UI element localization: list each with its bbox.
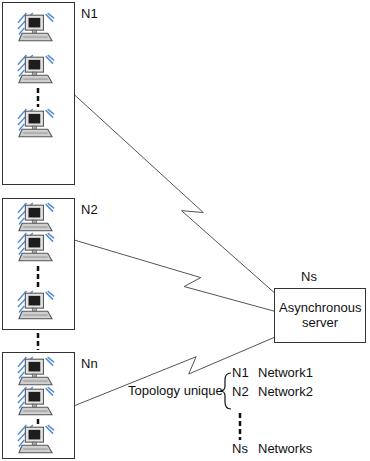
ellipsis-line [37,88,40,107]
server-box: NsAsynchronous server [274,288,366,343]
network-name: Networks [258,442,312,457]
ellipsis-line [37,333,40,350]
ellipsis-line [37,419,40,424]
network-group: Nn [2,352,75,459]
computer-icon [18,203,54,231]
note: Topology unique [128,384,223,399]
network-id: N2 [232,385,249,400]
network-group: N2 [2,198,75,330]
computer-icon [18,387,54,415]
computer-icon [18,55,54,83]
network-name: Network1 [258,366,313,381]
network-name: Network2 [258,385,313,400]
network-group: N1 [2,2,75,185]
network-id: N1 [232,366,249,381]
network-id: Ns [232,442,248,457]
computer-icons [18,13,54,453]
ellipsis-lines [38,88,240,440]
computer-icon [18,109,54,137]
computer-icon [18,233,54,261]
node-label: Asynchronous server [275,297,365,335]
link-line [75,338,274,406]
computer-icon [18,13,54,41]
ellipsis-line [239,413,242,440]
node-name: Nn [81,357,98,372]
node-name: Ns [301,270,317,285]
computer-icon [18,425,54,453]
node-name: N1 [81,7,98,22]
ellipsis-line [37,266,40,289]
computer-icon [18,357,54,385]
node-name: N2 [81,203,98,218]
link-line [75,95,274,292]
computer-icon [18,291,54,319]
link-line [75,240,274,311]
